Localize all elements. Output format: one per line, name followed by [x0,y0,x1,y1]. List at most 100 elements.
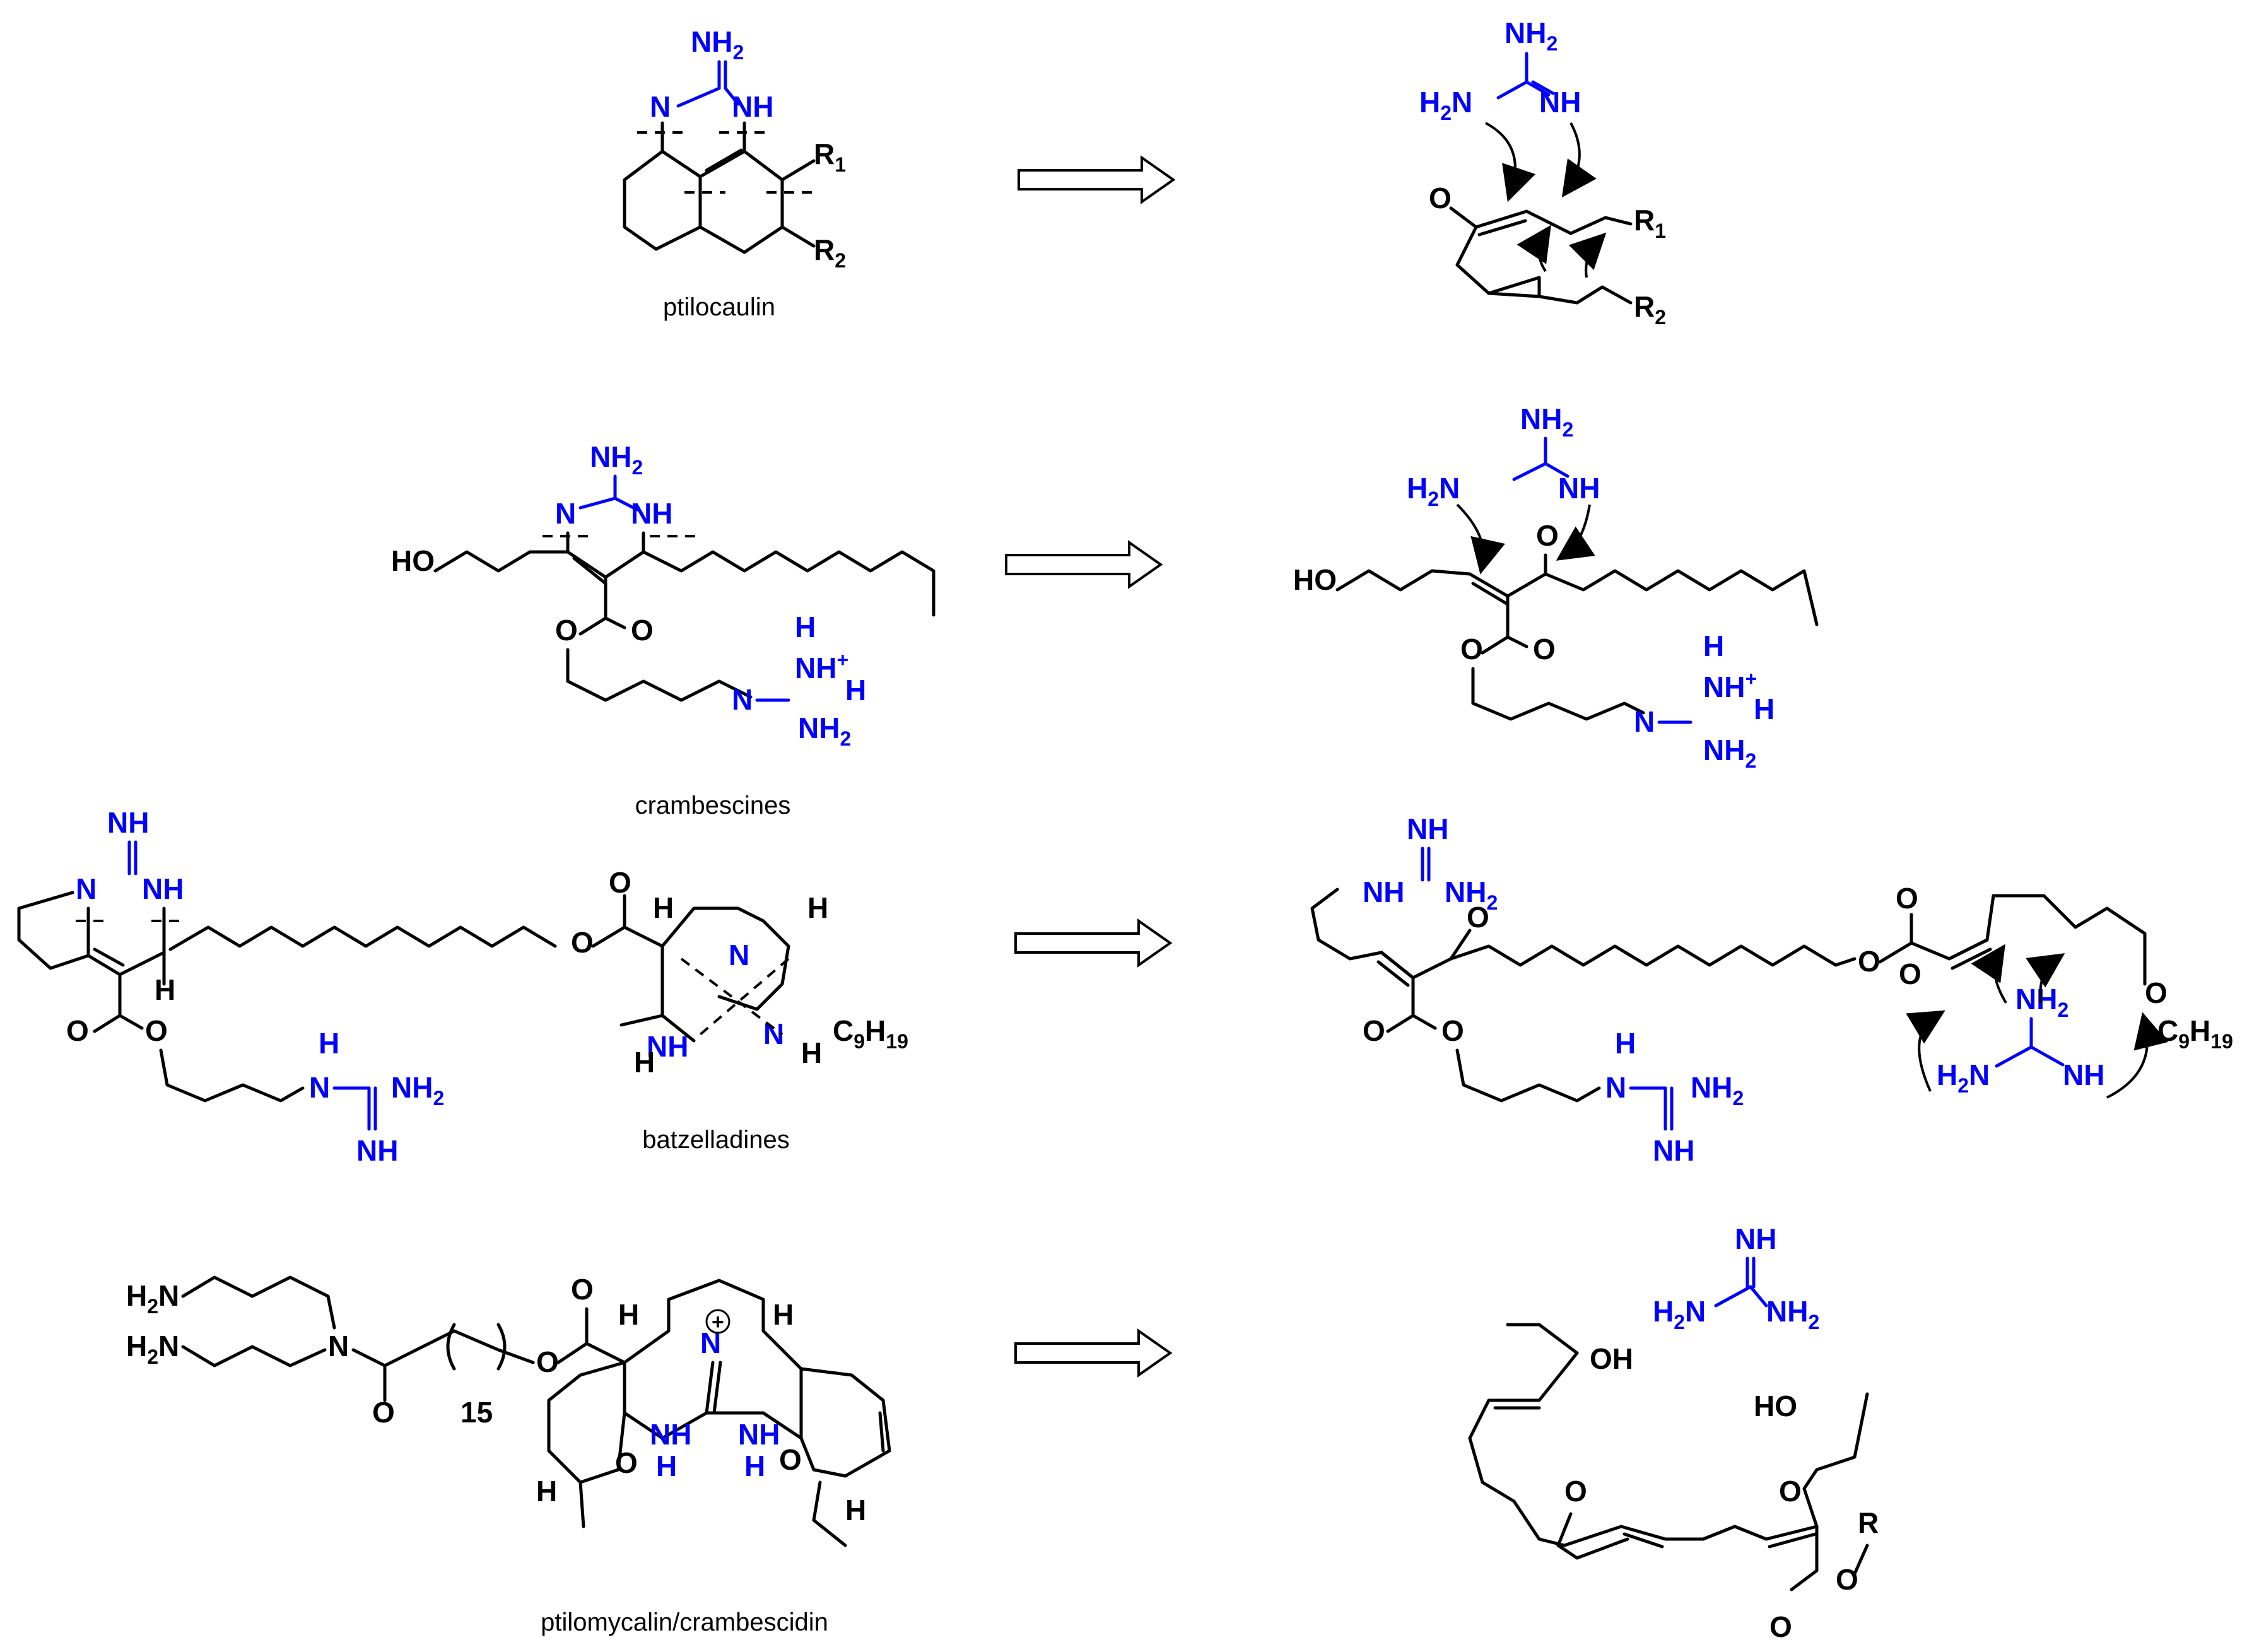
ptilo-amide-o-label: O [372,1396,395,1429]
crambescines-nh2-label: NH2 [590,440,643,479]
prec4-ho-label: HO [1754,1390,1797,1422]
batzelladines-precursor: NH NH NH2 O O O H N NH2 NH O O O O NH2 [1310,812,2233,1167]
prec2-nh-label: NH [1558,472,1600,505]
batz-ester-o2-label: O [145,1014,168,1047]
prec4-ester-o2-label: O [1836,1563,1858,1596]
batz-nh-core-label: NH [647,1030,688,1063]
crambescines-nh2-tail-label: NH2 [798,712,851,750]
guanidine-nh-label: NH [1539,86,1581,119]
prec3-o-a-label: O [1899,958,1921,990]
batz-h-guan-label: H [319,1027,339,1060]
ptilo-h-nh-b-label: H [744,1450,765,1482]
batz-nh-guan-label: NH [356,1134,398,1167]
prec3-ketone-o-label: O [1467,901,1489,934]
batz-n-core-label: N [729,939,749,971]
retrosynthetic-arrow-2 [1005,540,1163,589]
crambescines-ester-o2-label: O [555,614,578,647]
prec3-nh-top-label: NH [1407,812,1448,845]
crambescines-nplus-label: NH+ [795,648,848,684]
ptilocaulin-nh2-label: NH2 [691,25,744,64]
prec2-nh2-label: NH2 [1520,402,1573,441]
prec3-o-link-label: O [1858,945,1880,978]
prec4-nh-label: NH [1735,1222,1776,1255]
prec3-nh-right-label: NH [2063,1058,2104,1091]
prec2-nh2-tail-label: NH2 [1703,734,1756,772]
batz-o-link-label: O [571,926,594,959]
caption-ptilomycalin: ptilomycalin/crambescidin [541,1608,828,1636]
batz-h-label: H [155,973,175,1006]
caption-ptilocaulin: ptilocaulin [663,293,775,321]
batz-nh-top-label: NH [107,806,149,839]
caption-crambescines: crambescines [635,792,791,819]
crambescines-h-label: H [795,611,816,643]
batzelladines-structure: NH N NH H O O H N NH2 NH O O H H N N NH [17,806,908,1167]
ptilo-h2n-b-label: H2N [126,1330,179,1368]
prec2-n-tail-label: N [1634,705,1655,738]
ptilo-repeat-15-label: 15 [461,1396,493,1429]
retrosynthetic-arrow-3 [1014,918,1173,968]
crambescines-n-label: N [555,497,576,530]
precursor-r2-label: R2 [1634,290,1666,329]
ptilomycalin-precursor: NH H2N NH2 OH O O HO O O R [1468,1222,1879,1643]
precursor-r1-label: R1 [1634,204,1666,242]
prec4-r-label: R [1858,1506,1879,1539]
prec2-ester-o2-label: O [1460,633,1483,665]
prec3-n-guan-label: N [1605,1071,1626,1104]
prec4-ketone-o-b-label: O [1779,1475,1802,1508]
prec2-h2-label: H [1754,693,1775,725]
prec3-ester-o-label: O [1363,1014,1385,1047]
enone-o-label: O [1429,182,1452,214]
batz-c9h19-label: C9H19 [833,1014,908,1053]
prec3-ester-o2-label: O [1441,1014,1464,1047]
ptilo-nh-b-label: NH [738,1418,780,1451]
batz-n-guan-label: N [309,1071,330,1104]
batz-n-ring-label: N [76,872,97,905]
guanidine-h2n-label: H2N [1419,86,1472,124]
prec3-o-b-label: O [2145,976,2168,1009]
retrosynthetic-arrow-1 [1018,155,1176,204]
prec4-oh-a-label: OH [1590,1342,1633,1375]
prec3-nh2-label: NH2 [1445,876,1498,914]
prec2-h-label: H [1703,630,1724,662]
ptilocaulin-precursor: NH2 H2N NH O R1 R2 [1419,16,1666,329]
ptilo-ester-o-label: O [536,1345,559,1378]
prec2-ho-label: HO [1293,563,1337,596]
prec3-h-guan-label: H [1615,1027,1636,1060]
crambescines-ho-label: HO [391,544,435,577]
retrosynthetic-arrow-4 [1014,1328,1173,1378]
batz-h-d-label: H [801,1036,822,1069]
ptilo-plus-charge: + [712,1310,724,1334]
batz-nh-ring-label: NH [142,872,184,905]
prec3-nh-guan-label: NH [1653,1134,1694,1167]
prec4-h2n-label: H2N [1653,1295,1706,1333]
ptilo-nh-a-label: NH [650,1418,691,1451]
crambescines-nh-label: NH [631,497,672,530]
prec4-ester-o-label: O [1769,1610,1792,1643]
guanidine-nh2-label: NH2 [1505,16,1558,55]
ptilo-h-a-label: H [618,1298,639,1331]
ptilo-carbonyl-o-label: O [571,1273,594,1306]
ptilo-oxepane-o-label: O [779,1443,802,1476]
ptilo-h-nh-a-label: H [656,1450,677,1482]
ptilo-h-b-label: H [773,1298,794,1331]
batz-h-a-label: H [653,891,674,924]
ptilo-h2n-a-label: H2N [126,1279,179,1318]
prec2-nplus-label: NH+ [1703,667,1757,703]
prec2-ketone-o-label: O [1536,519,1559,552]
prec3-nh2-center-label: NH2 [2015,983,2068,1021]
prec4-nh2-label: NH2 [1766,1295,1819,1333]
ptilo-n-amide-label: N [328,1330,349,1362]
caption-batzelladines: batzelladines [642,1126,790,1154]
crambescines-ester-o-label: O [631,614,654,647]
batz-ester-o-label: O [66,1014,89,1047]
ptilocaulin-r1-label: R1 [814,138,846,176]
batz-carbonyl-o-label: O [609,866,631,899]
prec4-ketone-o-a-label: O [1564,1475,1587,1508]
prec3-nh2-guan-label: NH2 [1691,1071,1744,1110]
prec3-nh-ring-label: NH [1363,876,1404,908]
crambescines-n-tail-label: N [732,683,753,716]
ptilocaulin-n-label: N [650,90,671,123]
batz-h-c-label: H [634,1046,655,1079]
crambescines-structure: NH2 N NH HO O O N H NH+ H NH2 [391,440,936,750]
